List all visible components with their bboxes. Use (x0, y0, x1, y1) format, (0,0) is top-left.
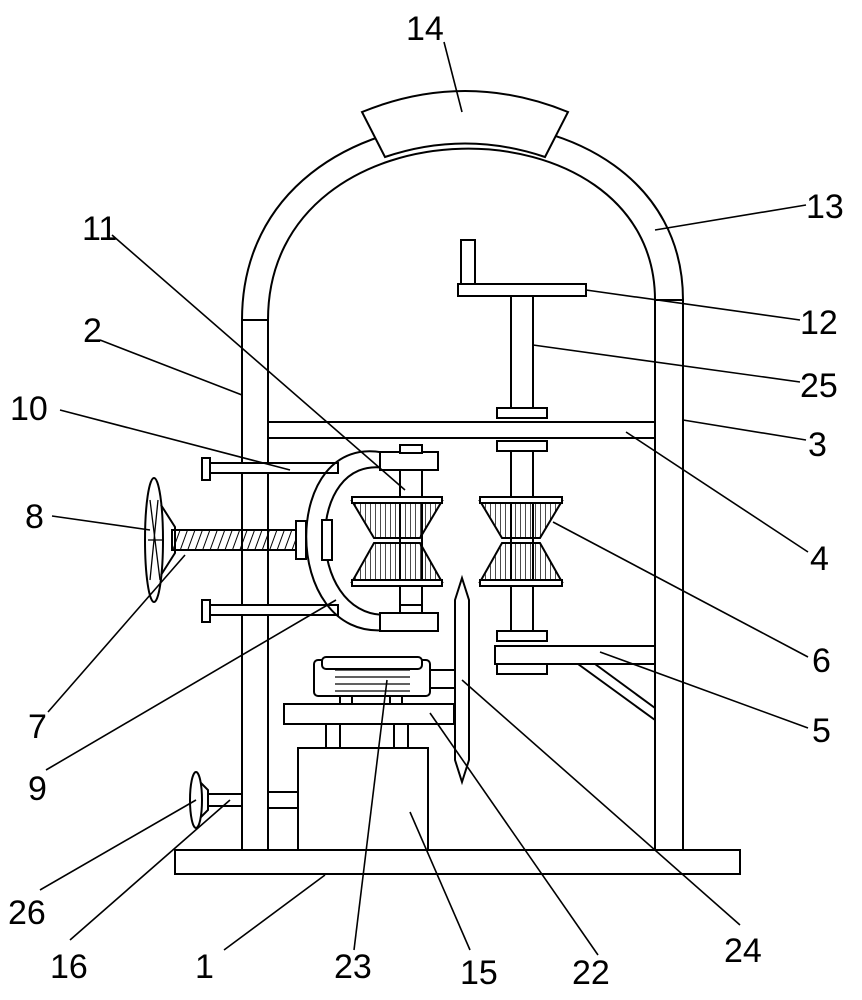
leader-lines (39, 41, 809, 956)
motor-platform (283, 703, 455, 725)
label-24: 24 (724, 932, 762, 970)
label-5: 5 (812, 712, 831, 750)
label-14: 14 (406, 10, 444, 48)
label-12: 12 (800, 304, 838, 342)
label-26: 26 (8, 894, 46, 932)
upper-guide-rod (207, 462, 339, 474)
u-frame-inner (324, 466, 386, 616)
label-9: 9 (28, 770, 47, 808)
right-upright (654, 299, 684, 851)
right-brush-lower (478, 542, 564, 583)
vertical-rod (510, 295, 534, 409)
rod-collar-top (496, 407, 548, 419)
label-13: 13 (806, 188, 844, 226)
side-bracket (267, 791, 299, 809)
lower-box (297, 747, 429, 851)
left-brush-upper (350, 500, 444, 539)
lower-support-bar (494, 645, 656, 665)
left-roller-shaft (399, 469, 423, 611)
label-8: 8 (25, 498, 44, 536)
handle-bar (457, 283, 587, 297)
arch-top-block (360, 90, 570, 159)
motor-fins (335, 669, 410, 692)
label-25: 25 (800, 367, 838, 405)
cross-beam (267, 421, 656, 439)
label-15: 15 (460, 954, 498, 992)
base-plate (174, 849, 741, 875)
right-brush-upper (478, 500, 564, 539)
left-upright (241, 319, 269, 851)
label-2: 2 (83, 312, 102, 350)
label-10: 10 (10, 390, 48, 428)
label-3: 3 (808, 426, 827, 464)
left-shaft-cap-top (379, 451, 439, 471)
right-roller-shaft (510, 450, 534, 632)
rod-collar-below (496, 440, 548, 452)
arch-inner (267, 147, 656, 321)
right-shaft-foot (496, 663, 548, 675)
left-brush-lower (350, 542, 444, 583)
label-7: 7 (28, 708, 47, 746)
handwheel-hub (148, 499, 162, 581)
label-6: 6 (812, 642, 831, 680)
label-4: 4 (810, 540, 829, 578)
label-22: 22 (572, 954, 610, 992)
threaded-screw (171, 529, 301, 551)
label-23: 23 (334, 948, 372, 986)
label-11: 11 (82, 210, 117, 248)
right-shaft-collar (496, 630, 548, 642)
label-1: 1 (195, 948, 214, 986)
left-shaft-cap-bottom (379, 612, 439, 632)
handle-upright (460, 239, 476, 289)
label-16: 16 (50, 948, 88, 986)
